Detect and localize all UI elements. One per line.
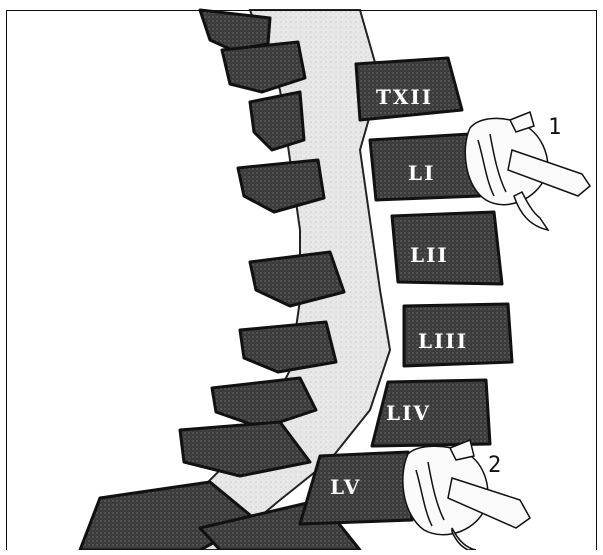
callout-2: 2	[488, 453, 503, 478]
frame-left-border	[6, 10, 7, 550]
posterior-element-3	[250, 92, 304, 150]
label-liv: LIV	[386, 401, 431, 425]
label-lii: LII	[410, 243, 449, 267]
frame-top-border	[6, 10, 597, 11]
label-liii: LIII	[418, 329, 468, 353]
label-lv: LV	[330, 475, 361, 499]
callout-1: 1	[548, 115, 563, 140]
kidney-drawing-2	[403, 440, 530, 550]
label-txii: TXII	[376, 85, 433, 109]
posterior-element-6	[240, 322, 336, 372]
label-li: LI	[408, 161, 435, 185]
frame-right-border	[596, 10, 597, 550]
posterior-element-1	[200, 10, 270, 50]
